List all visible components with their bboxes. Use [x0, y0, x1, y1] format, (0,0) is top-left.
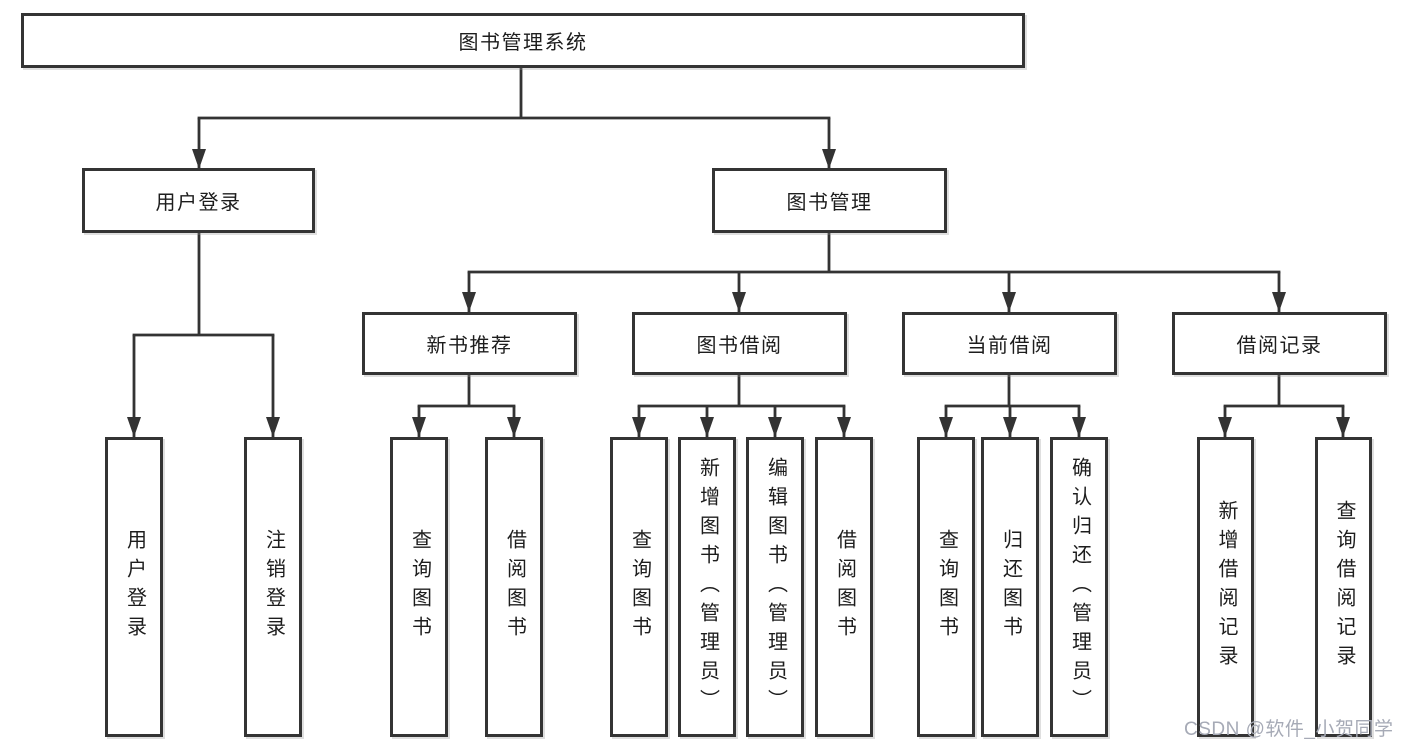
node-borrow-books-recommend: 借阅图书 [485, 437, 543, 737]
node-user-login: 用户登录 [82, 168, 315, 233]
node-current-borrowing: 当前借阅 [902, 312, 1117, 375]
node-label: 图书借阅 [696, 335, 783, 357]
node-label: 查询图书 [628, 529, 651, 645]
node-label: 查询借阅记录 [1333, 500, 1355, 674]
node-label: 当前借阅 [966, 335, 1053, 357]
node-label: 图书管理系统 [458, 32, 588, 54]
node-label: 查询图书 [408, 529, 431, 645]
node-borrow-books-action: 借阅图书 [815, 437, 873, 737]
node-query-books-borrow: 查询图书 [610, 437, 668, 737]
node-library-management-system: 图书管理系统 [21, 13, 1025, 68]
node-add-books-admin: 新增图书（管理员） [678, 437, 736, 737]
node-query-borrow-record: 查询借阅记录 [1315, 437, 1372, 737]
node-return-books: 归还图书 [981, 437, 1039, 737]
node-label: 用户登录 [155, 192, 242, 214]
node-new-book-recommendation: 新书推荐 [362, 312, 577, 375]
node-label: 借阅图书 [503, 529, 526, 645]
node-label: 新增借阅记录 [1215, 500, 1237, 674]
edge-stems-and-bars [132, 66, 1345, 408]
node-label: 归还图书 [999, 529, 1022, 645]
node-label: 新增图书（管理员） [696, 456, 719, 718]
node-book-management: 图书管理 [712, 168, 947, 233]
node-label: 确认归还（管理员） [1068, 456, 1091, 718]
node-edit-books-admin: 编辑图书（管理员） [746, 437, 804, 737]
node-label: 注销登录 [262, 529, 285, 645]
watermark: CSDN @软件_小贺同学 [1184, 719, 1394, 740]
node-label: 图书管理 [786, 192, 873, 214]
node-query-books-recommend: 查询图书 [390, 437, 448, 737]
node-book-borrowing: 图书借阅 [632, 312, 847, 375]
node-label: 编辑图书（管理员） [764, 456, 787, 718]
node-label: 用户登录 [123, 529, 146, 645]
node-label: 新书推荐 [426, 335, 513, 357]
node-confirm-return-admin: 确认归还（管理员） [1050, 437, 1108, 737]
node-borrowing-records: 借阅记录 [1172, 312, 1387, 375]
node-query-books-current: 查询图书 [917, 437, 975, 737]
node-label: 借阅记录 [1236, 335, 1323, 357]
node-add-borrow-record: 新增借阅记录 [1197, 437, 1254, 737]
node-label: 查询图书 [935, 529, 958, 645]
edge-arrows [127, 118, 1350, 437]
node-label: 借阅图书 [833, 529, 856, 645]
node-user-login-action: 用户登录 [105, 437, 163, 737]
node-logout-action: 注销登录 [244, 437, 302, 737]
